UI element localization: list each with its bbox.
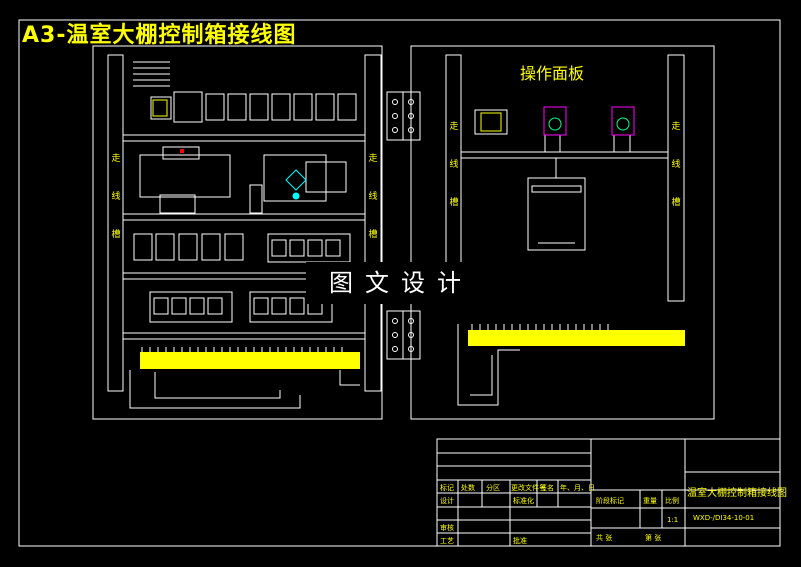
center-duct — [364, 54, 382, 392]
pushbutton-1 — [543, 106, 567, 136]
tb-label-zone: 分区 — [486, 484, 500, 492]
terminal-strip-left — [140, 352, 360, 369]
tb-label-process: 工艺 — [440, 537, 454, 545]
h-duct-right — [460, 151, 669, 159]
tb-label-design: 设计 — [440, 497, 454, 505]
terminal-strip-right — [468, 330, 685, 346]
display-unit — [527, 177, 586, 251]
tb-label-mark: 标记 — [440, 484, 454, 492]
tb-label-standard: 标准化 — [513, 497, 534, 505]
tb-label-sheet-no: 第 张 — [645, 534, 662, 542]
tb-label-scale: 比例 — [665, 497, 679, 505]
tb-label-approve: 批准 — [513, 537, 527, 545]
watermark-text: 图文设计 — [306, 262, 496, 304]
right-cabinet-outline — [410, 45, 715, 420]
tb-label-change-doc: 更改文件号 — [511, 484, 546, 492]
duct-label-left: 走线槽 — [111, 154, 121, 240]
h-duct-4 — [122, 332, 366, 340]
duct-label-right-left: 走线槽 — [449, 122, 459, 208]
title-block-code: WXD-/DI34-10-01 — [693, 514, 755, 522]
title-block-name: 温室大棚控制箱接线图 — [687, 488, 787, 499]
drawing-title: A3-温室大棚控制箱接线图 — [22, 23, 297, 48]
tb-label-stage: 阶段标记 — [596, 497, 624, 505]
tb-label-sheets-total: 共 张 — [596, 534, 613, 542]
left-cabinet-outline — [92, 45, 383, 420]
tb-label-weight: 重量 — [643, 497, 657, 505]
right-duct-right — [667, 54, 685, 302]
h-duct-1 — [122, 134, 366, 142]
title-block-scale: 1:1 — [667, 516, 679, 524]
tb-label-signature: 签名 — [540, 484, 554, 492]
left-duct — [107, 54, 124, 392]
tb-label-review: 审核 — [440, 524, 454, 532]
drawing-border — [18, 19, 781, 547]
duct-label-center: 走线槽 — [368, 154, 378, 240]
operation-panel-label: 操作面板 — [520, 64, 585, 83]
pushbutton-2 — [611, 106, 635, 136]
duct-label-right-right: 走线槽 — [671, 122, 681, 208]
h-duct-2 — [122, 213, 366, 221]
tb-label-date: 年、月、日 — [560, 484, 595, 492]
tb-label-count: 处数 — [461, 484, 475, 492]
